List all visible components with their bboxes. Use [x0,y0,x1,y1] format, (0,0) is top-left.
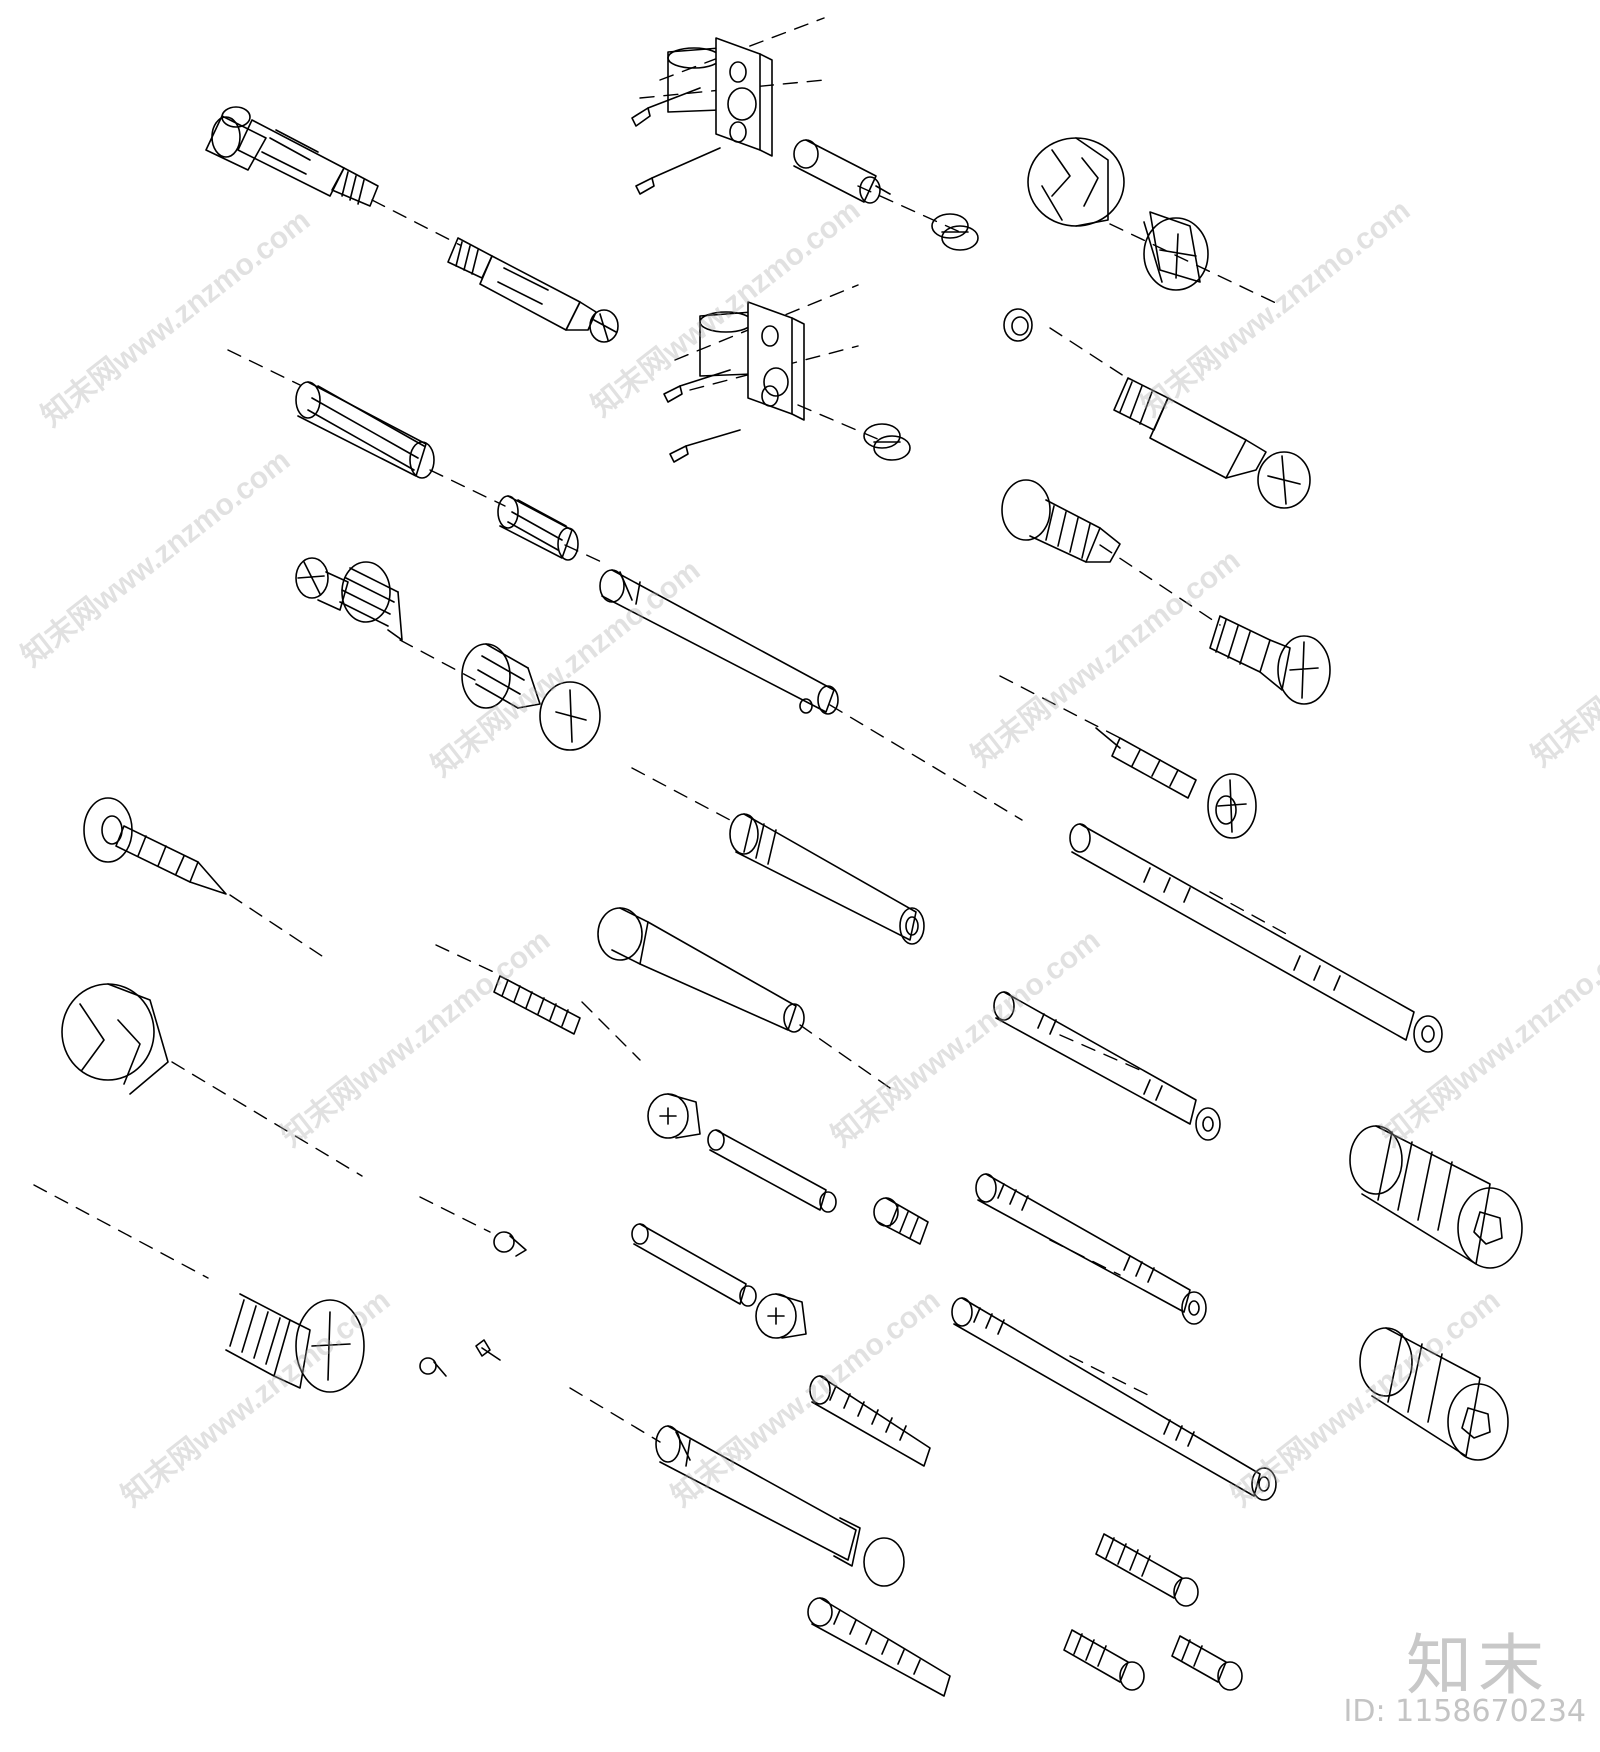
wood-dowel-fluted [295,381,435,479]
threaded-insert-hex-2 [1359,1327,1509,1461]
tiny-screw-3 [475,1339,501,1361]
connector-bolt-collar [295,557,403,641]
tiny-screw [493,1231,527,1257]
machine-screw-bottom [809,1375,931,1467]
machine-screw-short-2 [1063,1629,1145,1691]
machine-screw-long [975,1173,1207,1325]
screw-bracket-upper-1 [631,87,701,127]
cam-lock-housing-large [61,983,169,1095]
mounting-bracket-upper [667,37,773,157]
countersunk-screw-bottom [225,1293,365,1393]
brand-logo: 知末 [1406,1627,1550,1704]
machine-screw-short [1095,1533,1199,1607]
nut-small-lower [863,423,911,461]
flat-washer [1003,308,1033,342]
threaded-stud [493,975,581,1035]
mounting-bracket-lower [699,301,805,421]
cam-bolt-threaded [1113,377,1311,509]
mini-cam-housing [647,1093,701,1139]
machine-screw-extra-long [951,1297,1277,1501]
machine-screw-bottom-long [807,1597,951,1697]
machine-screw-small [873,1197,929,1245]
connector-rod-long [599,569,839,715]
screw-bracket-lower-1 [663,369,731,403]
chipboard-screw-long [1095,727,1257,839]
countersunk-screw-large [1001,479,1121,563]
minifix-bolt-long [205,106,379,207]
countersunk-screw-medium [1209,615,1331,705]
cam-dowel-pin [729,813,925,945]
mini-cam-housing-2 [755,1293,807,1339]
connector-screw-long [1069,823,1443,1053]
screw-bracket-lower-2 [669,429,741,463]
sleeve-connector [655,1425,905,1587]
nut-small-upper [931,213,979,251]
assembly-axis-lines [33,17,1291,1443]
wood-dowel-small [497,495,579,561]
screw-bracket-upper-2 [635,147,721,195]
minifix-bolt-long-2 [447,237,619,343]
connector-screw-short [993,991,1221,1141]
tiny-screw-2 [419,1357,447,1377]
dowel-pin-small [707,1129,837,1213]
dowel-pin-small-2 [631,1223,757,1307]
sleeve-bushing-upper [793,139,891,204]
connector-bolt-collar-2 [461,643,601,751]
threaded-insert-hex [1349,1125,1523,1269]
socket-cap-screw-large [597,907,805,1033]
image-id-label: ID: 1158670234 [1343,1694,1586,1729]
cam-lock-housing-top [1027,137,1125,227]
chipboard-screw-long-2 [83,797,227,895]
machine-screw-short-3 [1171,1635,1243,1691]
cam-lock-housing-secondary [1143,211,1209,291]
